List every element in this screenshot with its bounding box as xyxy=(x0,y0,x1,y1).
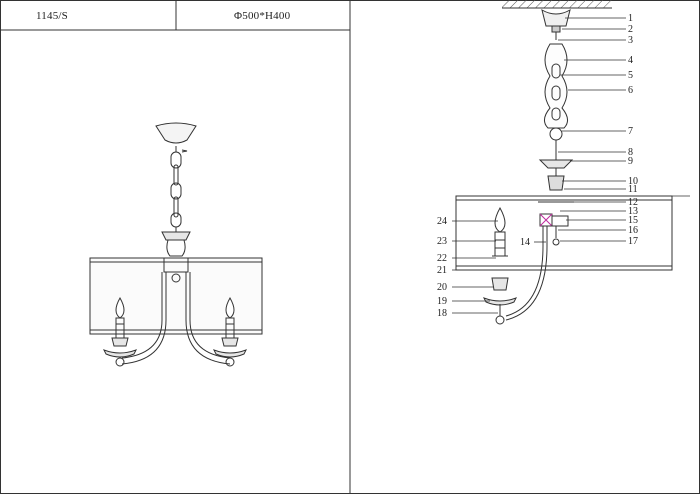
model-number: 1145/S xyxy=(36,10,68,22)
callout-24: 24 xyxy=(437,216,447,227)
callout-17: 17 xyxy=(628,236,638,247)
callout-3: 3 xyxy=(628,35,633,46)
callout-leaders-left xyxy=(452,220,546,314)
callout-1: 1 xyxy=(628,13,633,24)
callout-8: 8 xyxy=(628,147,633,158)
front-view-drawing xyxy=(89,122,263,367)
callout-22: 22 xyxy=(437,253,447,264)
callout-13: 13 xyxy=(628,206,638,217)
callout-leaders-right xyxy=(558,17,690,242)
callout-15: 15 xyxy=(628,215,638,226)
callout-16: 16 xyxy=(628,225,638,236)
callout-2: 2 xyxy=(628,24,633,35)
callout-6: 6 xyxy=(628,85,633,96)
callout-5: 5 xyxy=(628,70,633,81)
callout-7: 7 xyxy=(628,126,633,137)
callout-9: 9 xyxy=(628,156,633,167)
callout-10: 10 xyxy=(628,176,638,187)
callout-19: 19 xyxy=(437,296,447,307)
callout-23: 23 xyxy=(437,236,447,247)
callout-14: 14 xyxy=(520,237,530,248)
callout-labels: 1 2 3 4 5 6 7 8 9 10 11 12 13 15 16 17 2… xyxy=(437,13,638,319)
callout-20: 20 xyxy=(437,282,447,293)
callout-12: 12 xyxy=(628,197,638,208)
callout-18: 18 xyxy=(437,308,447,319)
exploded-view-drawing xyxy=(455,0,673,325)
callout-21: 21 xyxy=(437,265,447,276)
callout-4: 4 xyxy=(628,55,633,66)
dimensions-label: Φ500*H400 xyxy=(234,10,291,22)
callout-11: 11 xyxy=(628,184,638,195)
